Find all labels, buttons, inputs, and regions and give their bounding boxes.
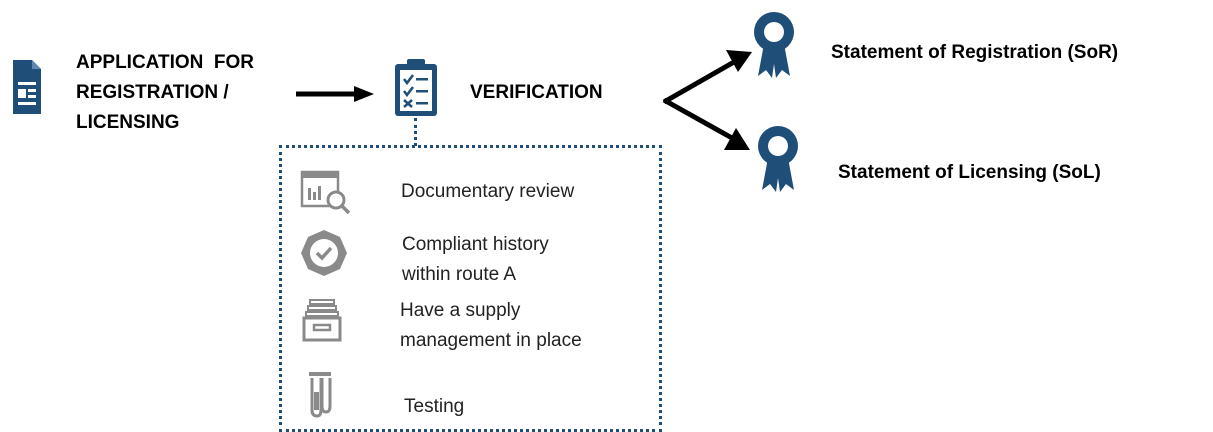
check-item-label: Testing	[404, 392, 464, 422]
check-item-line: Documentary review	[401, 181, 575, 202]
application-label: APPLICATION FOR REGISTRATION / LICENSING	[76, 48, 316, 138]
check-item-label: Have a supply management in place	[400, 296, 582, 356]
check-item-label: Compliant history within route A	[402, 230, 549, 290]
outcome-label-sol: Statement of Licensing (SoL)	[838, 162, 1101, 183]
check-badge-icon	[299, 228, 349, 278]
connector-dotted-line	[414, 118, 420, 146]
check-item-label: Documentary review	[401, 177, 574, 207]
clipboard-checklist-icon	[392, 58, 440, 118]
application-label-line: REGISTRATION /	[76, 82, 229, 103]
arrow-to-sor	[660, 40, 760, 110]
check-item-line: management in place	[400, 330, 582, 351]
verification-label: VERIFICATION	[470, 82, 603, 103]
archive-drawer-icon	[302, 298, 342, 342]
arrow-to-verification	[296, 85, 376, 103]
arrow-to-sol	[660, 92, 760, 162]
chart-magnifier-icon	[300, 168, 354, 216]
document-icon	[10, 58, 44, 116]
application-label-line: APPLICATION FOR	[76, 52, 255, 73]
test-tubes-icon	[306, 370, 334, 420]
check-item-line: Testing	[404, 396, 465, 417]
check-item-line: Have a supply	[400, 300, 521, 321]
check-item-line: within route A	[402, 264, 517, 285]
outcome-label-sor: Statement of Registration (SoR)	[831, 42, 1119, 63]
award-ribbon-icon	[756, 124, 800, 194]
check-item-line: Compliant history	[402, 234, 549, 255]
award-ribbon-icon	[752, 10, 796, 80]
application-label-line: LICENSING	[76, 112, 180, 133]
